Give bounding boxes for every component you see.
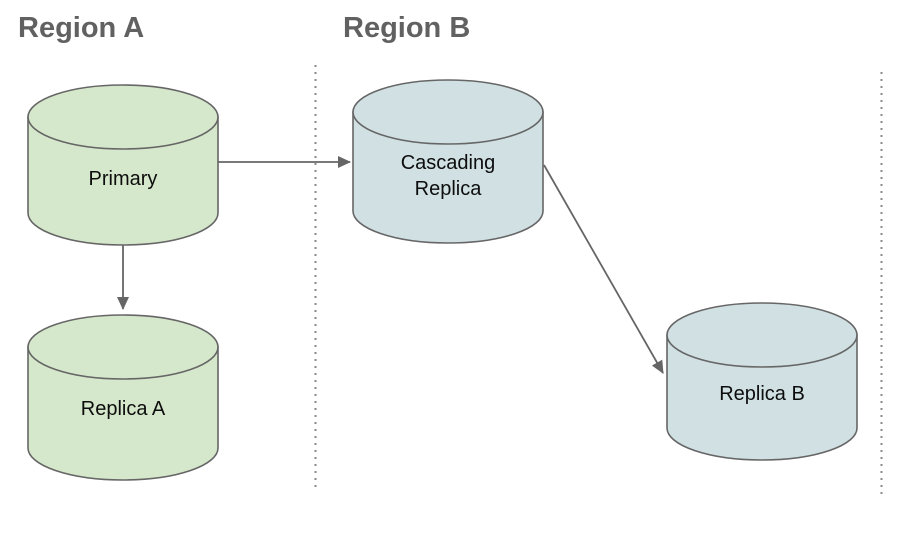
replica-a-db-cylinder [27,314,219,481]
primary-label: Primary [88,168,158,190]
replica-a-label: Replica A [80,398,166,420]
region-a-heading: Region A [18,12,145,44]
replica-b-label: Replica B [719,383,805,405]
arrow-cascading-replica-to-replica-b [543,164,664,374]
cylinder-top [352,79,544,145]
cylinder-body [27,116,219,246]
cylinder-top [666,302,858,368]
cylinder-body [352,111,544,244]
cascading-replica-db-cylinder [352,79,544,244]
cascading-replica-label: Cascading Replica [400,152,496,200]
cylinder-top [27,84,219,150]
cylinder-body [666,334,858,461]
region-b-heading: Region B [343,12,471,44]
cylinder-body [27,346,219,481]
cylinder-top [27,314,219,380]
replica-b-db-cylinder [666,302,858,461]
primary-db-cylinder [27,84,219,246]
